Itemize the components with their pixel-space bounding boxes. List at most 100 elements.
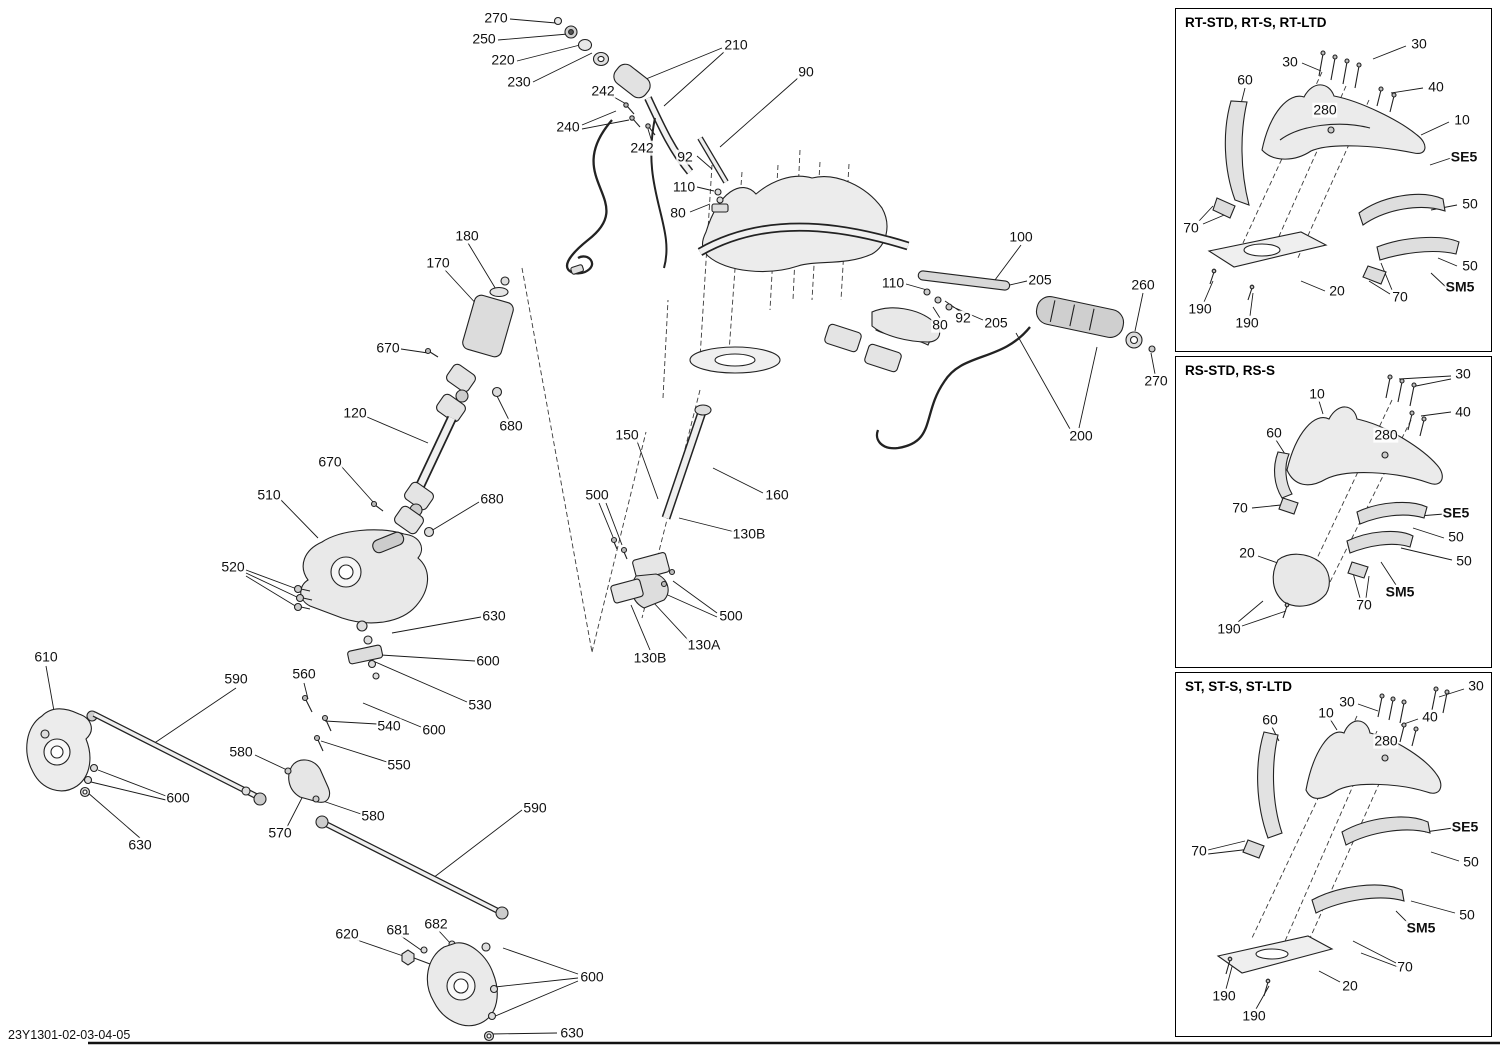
part-callout-280: 280 bbox=[1373, 732, 1399, 749]
part-callout-80: 80 bbox=[931, 316, 949, 333]
part-callout-500: 500 bbox=[584, 486, 610, 503]
part-callout-600: 600 bbox=[579, 968, 605, 985]
part-callout-270: 270 bbox=[483, 9, 509, 26]
part-callout-SM5: SM5 bbox=[1444, 278, 1476, 295]
part-callout-630: 630 bbox=[127, 836, 153, 853]
part-callout-250: 250 bbox=[471, 30, 497, 47]
part-callout-50: 50 bbox=[1458, 906, 1476, 923]
part-callout-80: 80 bbox=[669, 204, 687, 221]
part-callout-50: 50 bbox=[1462, 853, 1480, 870]
part-callout-130B: 130B bbox=[731, 525, 767, 542]
part-callout-SM5: SM5 bbox=[1405, 919, 1437, 936]
part-callout-270: 270 bbox=[1143, 372, 1169, 389]
part-callout-682: 682 bbox=[423, 915, 449, 932]
part-callout-60: 60 bbox=[1236, 71, 1254, 88]
part-callout-180: 180 bbox=[454, 227, 480, 244]
part-callout-70: 70 bbox=[1396, 958, 1414, 975]
part-callout-110: 110 bbox=[880, 274, 906, 291]
part-callout-600: 600 bbox=[475, 652, 501, 669]
part-callout-610: 610 bbox=[33, 648, 59, 665]
part-callout-590: 590 bbox=[522, 799, 548, 816]
part-callout-230: 230 bbox=[506, 73, 532, 90]
part-callout-50: 50 bbox=[1447, 528, 1465, 545]
part-callout-150: 150 bbox=[614, 426, 640, 443]
part-callout-260: 260 bbox=[1130, 276, 1156, 293]
part-callout-92: 92 bbox=[676, 148, 694, 165]
part-callout-100: 100 bbox=[1008, 228, 1034, 245]
part-callout-630: 630 bbox=[559, 1024, 585, 1041]
part-callout-540: 540 bbox=[376, 717, 402, 734]
part-callout-190: 190 bbox=[1241, 1007, 1267, 1024]
part-callout-560: 560 bbox=[291, 665, 317, 682]
part-callout-30: 30 bbox=[1281, 53, 1299, 70]
part-callout-10: 10 bbox=[1317, 704, 1335, 721]
part-callout-205: 205 bbox=[1027, 271, 1053, 288]
part-callout-600: 600 bbox=[165, 789, 191, 806]
part-callout-190: 190 bbox=[1234, 314, 1260, 331]
part-callout-SE5: SE5 bbox=[1449, 148, 1479, 165]
part-callout-500: 500 bbox=[718, 607, 744, 624]
part-callout-200: 200 bbox=[1068, 427, 1094, 444]
part-callout-70: 70 bbox=[1231, 499, 1249, 516]
part-callout-680: 680 bbox=[479, 490, 505, 507]
part-callout-130B: 130B bbox=[632, 649, 668, 666]
part-callout-SE5: SE5 bbox=[1450, 818, 1480, 835]
part-callout-280: 280 bbox=[1312, 101, 1338, 118]
part-callout-670: 670 bbox=[317, 453, 343, 470]
part-callout-630: 630 bbox=[481, 607, 507, 624]
part-callout-205: 205 bbox=[983, 314, 1009, 331]
part-callout-SE5: SE5 bbox=[1441, 504, 1471, 521]
part-callout-580: 580 bbox=[360, 807, 386, 824]
part-callout-190: 190 bbox=[1211, 987, 1237, 1004]
part-callout-520: 520 bbox=[220, 558, 246, 575]
part-callout-190: 190 bbox=[1187, 300, 1213, 317]
part-callout-10: 10 bbox=[1453, 111, 1471, 128]
part-callout-40: 40 bbox=[1454, 403, 1472, 420]
part-callout-SM5: SM5 bbox=[1384, 583, 1416, 600]
part-callout-220: 220 bbox=[490, 51, 516, 68]
part-callout-70: 70 bbox=[1391, 288, 1409, 305]
part-callout-130A: 130A bbox=[686, 636, 722, 653]
part-callout-30: 30 bbox=[1454, 365, 1472, 382]
part-callout-20: 20 bbox=[1238, 544, 1256, 561]
part-callout-170: 170 bbox=[425, 254, 451, 271]
panel-title-rs: RS-STD, RS-S bbox=[1185, 363, 1276, 378]
part-callout-580: 580 bbox=[228, 743, 254, 760]
part-callout-590: 590 bbox=[223, 670, 249, 687]
part-callout-92: 92 bbox=[954, 309, 972, 326]
part-callout-530: 530 bbox=[467, 696, 493, 713]
part-callout-30: 30 bbox=[1410, 35, 1428, 52]
part-callout-280: 280 bbox=[1373, 426, 1399, 443]
part-callout-210: 210 bbox=[723, 36, 749, 53]
part-callout-70: 70 bbox=[1355, 596, 1373, 613]
part-callout-20: 20 bbox=[1341, 977, 1359, 994]
part-callout-50: 50 bbox=[1455, 552, 1473, 569]
part-callout-110: 110 bbox=[671, 178, 697, 195]
part-callout-681: 681 bbox=[385, 921, 411, 938]
part-callout-600: 600 bbox=[421, 721, 447, 738]
part-callout-10: 10 bbox=[1308, 385, 1326, 402]
part-callout-50: 50 bbox=[1461, 257, 1479, 274]
panel-title-rt: RT-STD, RT-S, RT-LTD bbox=[1185, 15, 1327, 30]
part-callout-550: 550 bbox=[386, 756, 412, 773]
part-callout-242: 242 bbox=[590, 82, 616, 99]
part-callout-30: 30 bbox=[1467, 677, 1485, 694]
part-callout-90: 90 bbox=[797, 63, 815, 80]
part-callout-40: 40 bbox=[1421, 708, 1439, 725]
part-callout-50: 50 bbox=[1461, 195, 1479, 212]
part-callout-570: 570 bbox=[267, 824, 293, 841]
part-callout-620: 620 bbox=[334, 925, 360, 942]
part-callout-70: 70 bbox=[1182, 219, 1200, 236]
part-callout-190: 190 bbox=[1216, 620, 1242, 637]
part-callout-70: 70 bbox=[1190, 842, 1208, 859]
part-callout-60: 60 bbox=[1261, 711, 1279, 728]
part-callout-20: 20 bbox=[1328, 282, 1346, 299]
part-callout-120: 120 bbox=[342, 404, 368, 421]
part-callout-680: 680 bbox=[498, 417, 524, 434]
part-callout-40: 40 bbox=[1427, 78, 1445, 95]
part-callout-240: 240 bbox=[555, 118, 581, 135]
document-code: 23Y1301-02-03-04-05 bbox=[8, 1028, 131, 1042]
part-callout-670: 670 bbox=[375, 339, 401, 356]
